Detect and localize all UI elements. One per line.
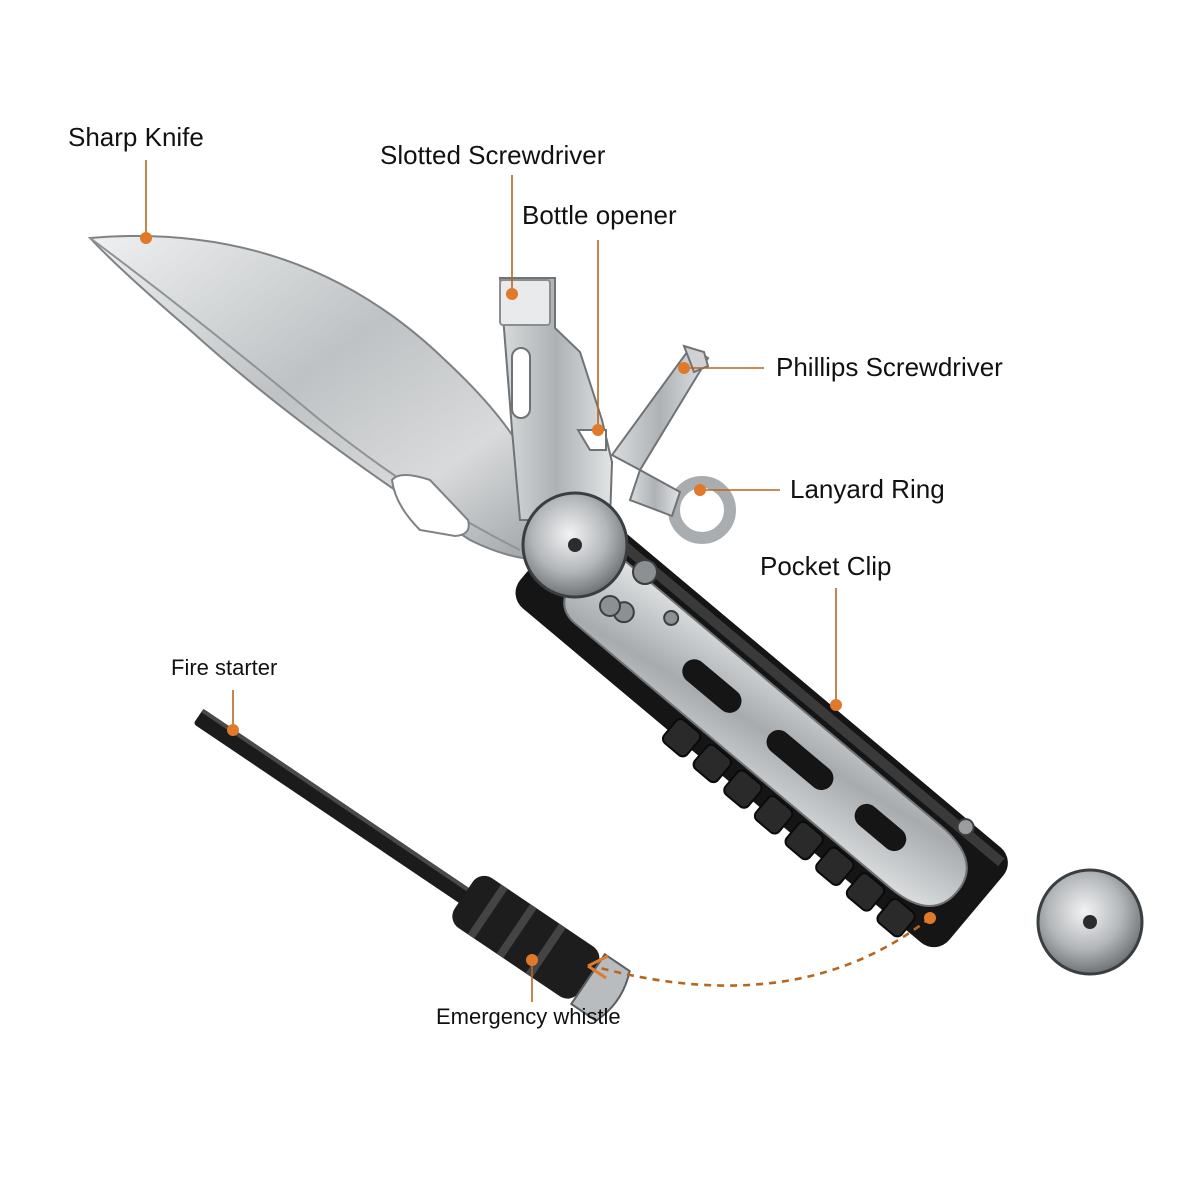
label-fire-starter: Fire starter [171,655,278,680]
dashed-curved-arrow [599,916,931,987]
arrow-head [587,954,609,980]
dot-bottle-opener [592,424,604,436]
multitool [87,235,1144,976]
end-disc [1036,868,1144,976]
label-bottle-opener: Bottle opener [522,200,677,230]
dot-phillips-screwdriver [678,362,690,374]
pivot-disc [521,491,658,617]
label-phillips-screwdriver: Phillips Screwdriver [776,352,1003,382]
label-lanyard-ring: Lanyard Ring [790,474,945,504]
label-emergency-whistle: Emergency whistle [436,1004,621,1029]
dot-fire-starter [227,724,239,736]
dot-sharp-knife [140,232,152,244]
knife-blade [87,235,547,562]
label-sharp-knife: Sharp Knife [68,122,204,152]
callout-dots [140,232,936,966]
label-pocket-clip: Pocket Clip [760,551,892,581]
lanyard-ring [628,468,736,544]
label-slotted-screwdriver: Slotted Screwdriver [380,140,606,170]
blade-thumb-hole [390,474,470,538]
dot-pocket-clip [830,699,842,711]
fire-starter [194,708,631,1022]
dot-slotted-screwdriver [506,288,518,300]
dot-arrow-start [924,912,936,924]
callout-lines [145,160,837,1002]
dot-lanyard-ring [694,484,706,496]
dot-emergency-whistle [526,954,538,966]
knife-handle [515,508,1008,948]
